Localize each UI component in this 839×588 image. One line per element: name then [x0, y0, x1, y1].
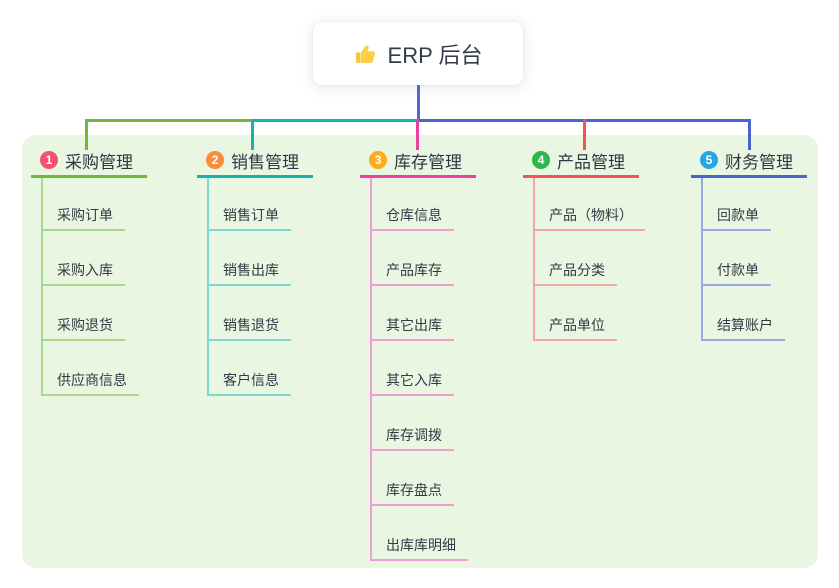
branches-background-panel	[22, 135, 818, 568]
child-underline	[370, 394, 454, 396]
child-topic[interactable]: 产品单位	[549, 317, 605, 333]
child-topic[interactable]: 采购退货	[57, 317, 113, 333]
branch-number-badge: 2	[206, 151, 224, 169]
branch-label: 产品管理	[557, 152, 625, 172]
branch-topic-1[interactable]: 1 采购管理	[40, 150, 133, 172]
branch-label: 财务管理	[725, 152, 793, 172]
child-topic[interactable]: 产品分类	[549, 262, 605, 278]
child-topic[interactable]: 回款单	[717, 207, 759, 223]
branch-drop-line	[748, 119, 751, 150]
child-underline	[207, 229, 291, 231]
connector-h-segment	[86, 119, 253, 122]
child-underline	[207, 339, 291, 341]
child-topic[interactable]: 库存调拨	[386, 427, 442, 443]
child-topic[interactable]: 出库库明细	[386, 537, 456, 553]
child-underline	[41, 394, 139, 396]
child-underline	[701, 229, 771, 231]
branch-rail	[41, 178, 43, 396]
child-underline	[533, 284, 617, 286]
child-topic[interactable]: 付款单	[717, 262, 759, 278]
child-topic[interactable]: 产品库存	[386, 262, 442, 278]
root-node[interactable]: ERP 后台	[313, 22, 523, 85]
child-topic[interactable]: 销售退货	[223, 317, 279, 333]
child-topic[interactable]: 采购订单	[57, 207, 113, 223]
child-underline	[533, 229, 645, 231]
child-topic[interactable]: 产品（物料）	[549, 207, 633, 223]
child-underline	[207, 284, 291, 286]
child-underline	[533, 339, 617, 341]
child-topic[interactable]: 其它出库	[386, 317, 442, 333]
child-underline	[370, 284, 454, 286]
root-label: ERP 后台	[387, 42, 483, 68]
branch-drop-line	[416, 119, 419, 150]
branch-label: 采购管理	[65, 152, 133, 172]
child-underline	[207, 394, 291, 396]
branch-number-badge: 4	[532, 151, 550, 169]
child-underline	[370, 339, 454, 341]
child-topic[interactable]: 库存盘点	[386, 482, 442, 498]
branch-number-badge: 1	[40, 151, 58, 169]
child-topic[interactable]: 其它入库	[386, 372, 442, 388]
branch-topic-3[interactable]: 3 库存管理	[369, 150, 462, 172]
connector-h-segment	[252, 119, 419, 122]
child-topic[interactable]: 仓库信息	[386, 207, 442, 223]
branch-rail	[370, 178, 372, 561]
branch-topic-4[interactable]: 4 产品管理	[532, 150, 625, 172]
branch-rail	[701, 178, 703, 341]
child-underline	[41, 284, 125, 286]
child-underline	[41, 229, 125, 231]
branch-number-badge: 5	[700, 151, 718, 169]
child-topic[interactable]: 采购入库	[57, 262, 113, 278]
child-topic[interactable]: 结算账户	[717, 317, 773, 333]
branch-drop-line	[251, 119, 254, 150]
branch-number-badge: 3	[369, 151, 387, 169]
child-underline	[370, 559, 468, 561]
branch-label: 销售管理	[231, 152, 299, 172]
branch-underline	[360, 175, 476, 178]
child-topic[interactable]: 供应商信息	[57, 372, 127, 388]
branch-rail	[533, 178, 535, 341]
branch-label: 库存管理	[394, 152, 462, 172]
child-underline	[370, 449, 454, 451]
branch-topic-5[interactable]: 5 财务管理	[700, 150, 793, 172]
child-topic[interactable]: 客户信息	[223, 372, 279, 388]
child-underline	[370, 229, 454, 231]
thumbs-up-icon	[354, 42, 378, 66]
branch-underline	[31, 175, 147, 178]
child-underline	[370, 504, 454, 506]
branch-drop-line	[85, 119, 88, 150]
child-underline	[701, 284, 771, 286]
child-topic[interactable]: 销售出库	[223, 262, 279, 278]
branch-drop-line	[583, 119, 586, 150]
branch-topic-2[interactable]: 2 销售管理	[206, 150, 299, 172]
child-topic[interactable]: 销售订单	[223, 207, 279, 223]
connector-stem	[417, 85, 420, 122]
branch-rail	[207, 178, 209, 396]
child-underline	[701, 339, 785, 341]
child-underline	[41, 339, 125, 341]
branch-underline	[523, 175, 639, 178]
branch-underline	[197, 175, 313, 178]
branch-underline	[691, 175, 807, 178]
